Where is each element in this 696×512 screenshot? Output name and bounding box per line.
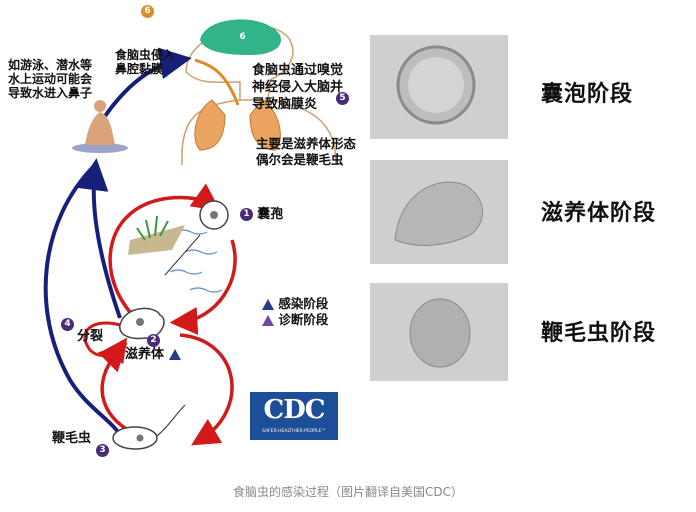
stage-trophozoite-label: 滋养体阶段 [541, 201, 657, 226]
label-brain-note: 6 食脑虫通过嗅觉 神经侵入大脑并 导致脑膜炎 [236, 28, 344, 113]
trophozoite-photo-cell [394, 181, 483, 246]
step-4-badge: 4 [61, 318, 74, 331]
legend-infection: 感染阶段 [262, 296, 328, 312]
cdc-logo: CDC SAFER·HEALTHIER·PEOPLE™ [250, 392, 338, 440]
diagnosis-stage-icon [262, 315, 274, 326]
flagellum [156, 404, 186, 437]
step-3-badge: 3 [96, 444, 109, 457]
label-swim-note: 如游泳、潜水等 水上运动可能会 导致水进入鼻子 [8, 58, 93, 100]
water-divider [164, 234, 201, 276]
legend-infection-text: 感染阶段 [278, 296, 329, 311]
step-1-badge: 1 [240, 208, 253, 221]
label-split-text: 分裂 [77, 329, 104, 344]
label-cyst-text: 囊孢 [257, 207, 284, 222]
right-lung [249, 99, 281, 151]
left-lung [194, 99, 226, 151]
red-arrow-upper-cycle [108, 183, 221, 314]
legend: 感染阶段 诊断阶段 [262, 296, 328, 328]
blue-arrow-left-curve [43, 163, 120, 434]
legend-diagnosis-text: 诊断阶段 [278, 312, 329, 327]
legend-diagnosis: 诊断阶段 [262, 312, 328, 328]
flagellate-nucleus [136, 434, 144, 442]
red-arrow-upper-return [169, 239, 237, 335]
label-form-note: 5 主要是滋养体形态 偶尔会是鞭毛虫 [256, 92, 357, 168]
flagellate-photo-cell [409, 298, 471, 368]
cyst-photo-inner [408, 57, 464, 113]
stage-cyst-label: 囊泡阶段 [541, 82, 634, 107]
step-6-badge: 6 [236, 31, 249, 44]
label-trophozoite: 2 滋养体 [125, 334, 181, 362]
label-form-note-text: 主要是滋养体形态 偶尔会是鞭毛虫 [256, 136, 357, 167]
label-nasal-invasion: 6 食脑虫侵入 鼻腔黏膜 [115, 5, 176, 76]
blue-arrow-from-cell [76, 158, 122, 319]
step-6-badge-top: 6 [141, 5, 154, 18]
flagellate-drawing [112, 426, 158, 450]
cyst-nucleus [210, 211, 218, 219]
stage-flagellate-label: 鞭毛虫阶段 [541, 321, 657, 346]
label-cyst: 1 囊孢 [240, 207, 283, 222]
label-brain-note-text: 食脑虫通过嗅觉 神经侵入大脑并 导致脑膜炎 [252, 63, 344, 112]
label-trophozoite-text: 滋养体 [125, 347, 165, 362]
step-5-badge: 5 [336, 92, 349, 105]
red-arrow-lower-cycle [179, 333, 234, 446]
figure-caption: 食脑虫的感染过程（图片翻译自美国CDC） [233, 485, 463, 499]
infection-triangle-icon [168, 349, 181, 360]
cdc-logo-tagline: SAFER·HEALTHIER·PEOPLE™ [262, 429, 326, 434]
label-split: 4 分裂 [61, 318, 104, 344]
trophozoite-nucleus [136, 318, 144, 326]
nasal-path [194, 58, 240, 106]
step-2-badge: 2 [147, 334, 160, 347]
label-nasal-invasion-text: 食脑虫侵入 鼻腔黏膜 [115, 48, 176, 76]
infection-stage-icon [262, 299, 274, 310]
pond-plant [128, 215, 185, 255]
swimmer-figure [72, 100, 128, 153]
red-arrow-split-loop [83, 321, 128, 365]
water-waves [169, 229, 223, 293]
label-flagellate: 鞭毛虫 3 [52, 431, 109, 457]
cdc-logo-text: CDC [263, 395, 326, 425]
label-flagellate-text: 鞭毛虫 [52, 431, 92, 446]
